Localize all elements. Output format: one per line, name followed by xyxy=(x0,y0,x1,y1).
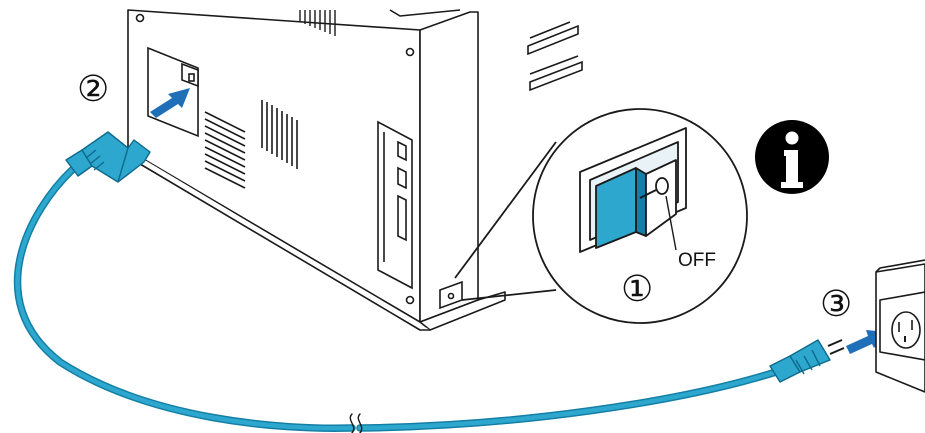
power-switch-icon xyxy=(579,127,687,253)
printer-power-switch xyxy=(439,280,463,310)
switch-state-label: OFF xyxy=(678,250,716,271)
info-icon xyxy=(755,120,829,194)
interface-ports xyxy=(377,120,413,290)
printer-icon xyxy=(127,9,506,331)
side-vent-middle xyxy=(261,100,298,169)
cable-connector xyxy=(65,131,151,183)
wall-outlet-icon xyxy=(875,259,925,393)
step-inlet-callout: ② xyxy=(77,68,109,109)
power-cable xyxy=(13,166,780,433)
top-vents xyxy=(299,10,336,36)
step-outlet-callout: ③ xyxy=(820,283,852,324)
side-vent-left xyxy=(204,111,246,189)
power-plug-icon xyxy=(769,339,845,383)
insert-arrow-inlet xyxy=(150,88,190,118)
front-slots xyxy=(527,21,583,92)
step-switch-callout: ① xyxy=(621,268,653,309)
